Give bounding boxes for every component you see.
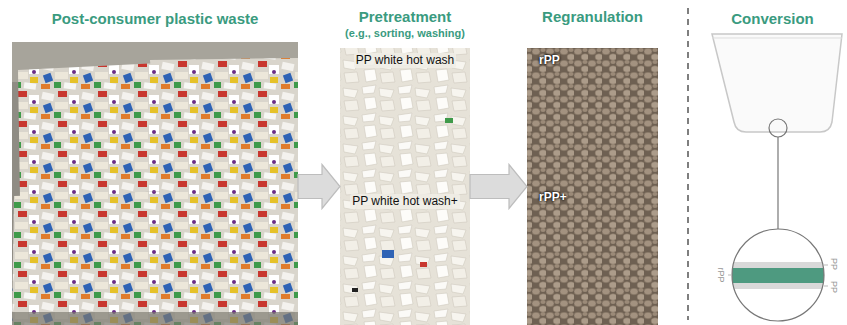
process-panel: Post-consumer plastic waste [12,42,298,325]
material-label: PP white hot wash+ [350,194,460,209]
cup-drawing [712,34,842,322]
divider-line [687,8,689,320]
colored-flake [382,250,394,258]
zoom-ground [730,228,826,322]
material-label: PP white hot wash [354,53,457,68]
pp-layer [730,262,826,289]
panel-heading: Conversion [731,10,814,28]
flakes-photo [340,48,470,325]
stage-title: Regranulation [542,8,643,26]
process-panel: rPPrPP+Regranulation [527,48,658,325]
panel-heading: Regranulation [542,8,643,26]
waste-bale [12,190,205,325]
panel-heading: Post-consumer plastic waste [52,10,259,28]
cup-rim [712,38,842,39]
process-arrow [470,165,527,209]
process-arrow [298,165,340,209]
colored-flake [352,288,358,292]
zoom-spot [769,119,787,137]
zoom-circle [732,229,824,321]
flakes-fill [340,48,470,325]
stage-subtitle: (e.g., sorting, washing) [345,26,465,40]
leader-line [824,265,828,266]
layer-label: rPP [716,267,726,282]
stage-title: Conversion [731,10,814,28]
waste-photo [12,42,298,325]
granules-fill [527,48,658,325]
colored-flake [420,262,427,267]
rpp-layer [730,268,826,283]
waste-bale [190,192,298,325]
cup-outline [712,34,842,132]
leader-line [824,286,828,287]
material-label: rPP [537,53,562,68]
warehouse-wall [12,42,298,325]
floor [12,312,298,325]
waste-bale [150,58,298,196]
panel-heading: Pretreatment(e.g., sorting, washing) [345,8,465,40]
stage-title: Post-consumer plastic waste [52,10,259,28]
layer-label: PP [829,258,839,270]
leader-line [728,275,732,276]
process-panel: PP white hot washPP white hot wash+Pretr… [340,48,470,325]
layer-label: PP [829,281,839,293]
zoom-line [777,137,778,229]
granules-photo [527,48,658,325]
colored-flake [445,118,453,123]
material-label: rPP+ [537,190,569,205]
stage-title: Pretreatment [345,8,465,26]
process-panel: Conversion [700,42,845,325]
